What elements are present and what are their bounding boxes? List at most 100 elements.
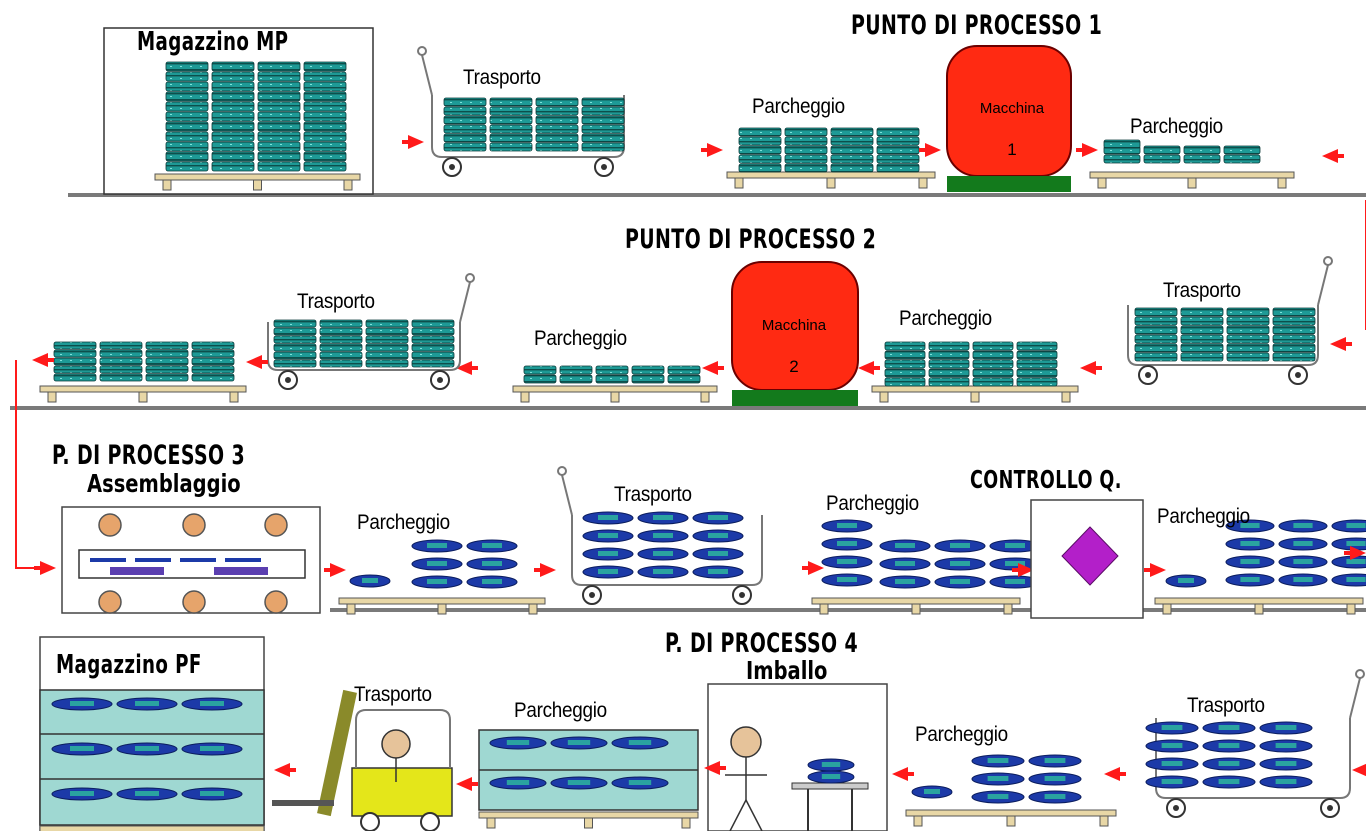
row2-arrow-in xyxy=(1330,337,1352,351)
row2-arrow-7 xyxy=(32,353,54,367)
row2-row3-connector xyxy=(15,360,40,569)
quality-control-title: CONTROLLO Q. xyxy=(970,465,1122,494)
assembly-parts xyxy=(90,558,268,575)
row4-transport-label: Trasporto xyxy=(1187,694,1265,717)
row3-parking-2-label: Parcheggio xyxy=(826,492,919,515)
warehouse-pf-title: Magazzino PF xyxy=(56,650,202,680)
row3-arrow-2 xyxy=(324,563,346,577)
row2-parking-left-label: Parcheggio xyxy=(534,327,627,350)
row3-process-title: P. DI PROCESSO 3 xyxy=(52,440,246,471)
row1-parking-in-stock xyxy=(738,127,920,173)
row4-transport-stack xyxy=(1145,721,1313,789)
row1-parking-out-stock xyxy=(1103,145,1261,164)
row4-parking-2-stack-a xyxy=(911,785,953,799)
row3-parking-2-stack-a xyxy=(821,519,873,587)
floor-line-3 xyxy=(330,608,1366,612)
row2-out-pallet xyxy=(39,385,247,403)
row1-process-title: PUNTO DI PROCESSO 1 xyxy=(851,10,1103,41)
row3-arrow-3 xyxy=(534,563,556,577)
assembly-worker-6 xyxy=(264,590,288,614)
row2-parking-left-pallet xyxy=(512,385,718,403)
row3-transport-stack xyxy=(582,511,744,579)
row3-parking-1-stack-b xyxy=(411,539,518,589)
row2-transport-left-cart xyxy=(267,273,475,390)
row3-parking-1-pallet xyxy=(338,597,546,615)
row3-process-subtitle: Assemblaggio xyxy=(87,469,241,498)
machine-2-number: 2 xyxy=(789,357,799,376)
quality-control-diamond-icon xyxy=(1061,526,1119,586)
row2-arrow-4 xyxy=(702,361,724,375)
row4-arrow-in xyxy=(1352,763,1366,777)
row2-arrow-2 xyxy=(1080,361,1102,375)
forklift-transport-label: Trasporto xyxy=(354,683,432,706)
row3-arrow-in xyxy=(34,561,56,575)
row4-parking-2-stack-b xyxy=(971,754,1082,804)
row2-arrow-5 xyxy=(456,361,478,375)
machine-2-label: Macchina xyxy=(761,317,827,334)
row3-parking-2-pallet xyxy=(811,597,1021,615)
row3-parking-3-pallet xyxy=(1154,597,1364,615)
row3-parking-1-stack-a xyxy=(349,574,391,588)
row4-parking-1-pallet xyxy=(478,811,699,829)
row2-process-title: PUNTO DI PROCESSO 2 xyxy=(625,224,877,255)
row2-parking-right-label: Parcheggio xyxy=(899,307,992,330)
floor-line-1 xyxy=(68,193,1366,197)
row3-transport-label: Trasporto xyxy=(614,483,692,506)
row1-parking-out-label: Parcheggio xyxy=(1130,115,1223,138)
row3-arrow-6 xyxy=(1144,563,1166,577)
row2-transport-right-label: Trasporto xyxy=(1163,279,1241,302)
row4-process-subtitle: Imballo xyxy=(746,656,828,685)
row1-cart-stock xyxy=(443,97,625,152)
warehouse-mp-stock xyxy=(165,61,347,172)
row3-arrow-4 xyxy=(802,561,824,575)
row3-parking-3-label: Parcheggio xyxy=(1157,505,1250,528)
row1-transport-label: Trasporto xyxy=(463,66,541,89)
warehouse-mp-pallet xyxy=(154,173,361,191)
row2-parking-left-stock xyxy=(523,365,701,384)
row2-parking-right-pallet xyxy=(871,385,1079,403)
row2-transport-left-label: Trasporto xyxy=(297,290,375,313)
row4-transport-cart xyxy=(1155,669,1365,818)
row1-arrow-1 xyxy=(402,135,424,149)
row2-parking-right-stock xyxy=(884,341,1058,387)
row4-arrow-5 xyxy=(456,777,478,791)
forklift xyxy=(272,689,453,831)
row2-transport-left-stock xyxy=(273,319,455,368)
warehouse-pf-rack xyxy=(39,689,265,826)
machine-1-number: 1 xyxy=(1007,140,1017,159)
machine-2 xyxy=(731,261,859,406)
row2-arrow-3 xyxy=(858,361,880,375)
row4-parking-1-stack xyxy=(489,736,669,790)
assembly-worker-3 xyxy=(264,513,288,537)
forklift-wheel xyxy=(360,812,380,831)
packing-table-stack xyxy=(807,758,855,784)
assembly-worker-4 xyxy=(98,590,122,614)
row3-transport-cart xyxy=(557,466,763,605)
row2-transport-right-stock xyxy=(1134,307,1316,362)
machine-1-label: Macchina xyxy=(979,100,1045,117)
warehouse-pf-pallet xyxy=(39,825,265,831)
row3-arrow-5 xyxy=(1012,563,1034,577)
row4-parking-1-label: Parcheggio xyxy=(514,699,607,722)
row1-arrow-4 xyxy=(1076,143,1098,157)
row4-arrow-6 xyxy=(274,763,296,777)
row4-parking-2-pallet xyxy=(905,809,1117,827)
assembly-worker-2 xyxy=(182,513,206,537)
row4-parking-2-label: Parcheggio xyxy=(915,723,1008,746)
row2-arrow-6 xyxy=(246,355,268,369)
packing-station-box xyxy=(707,683,888,831)
machine-1 xyxy=(946,45,1072,192)
row2-transport-right-cart xyxy=(1127,256,1333,385)
forklift-wheel xyxy=(420,812,440,831)
assembly-worker-5 xyxy=(182,590,206,614)
packing-worker xyxy=(725,726,767,831)
row1-parking-in-pallet xyxy=(726,171,936,189)
packing-table xyxy=(791,782,869,790)
row4-arrow-3 xyxy=(892,767,914,781)
row3-parking-1-label: Parcheggio xyxy=(357,511,450,534)
row4-arrow-4 xyxy=(704,761,726,775)
row3-parking-2-stack-b xyxy=(879,539,1041,589)
warehouse-pf-stock xyxy=(51,697,243,801)
row2-out-stock xyxy=(53,341,235,382)
